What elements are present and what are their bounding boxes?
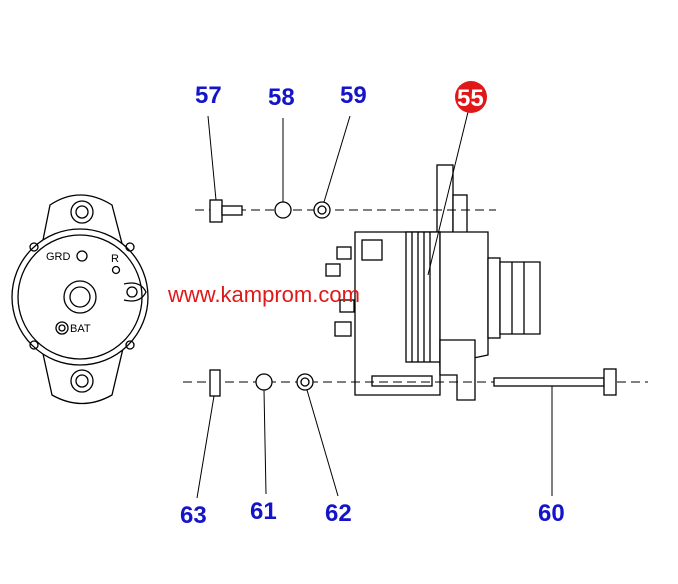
part-60-long-bolt [493, 368, 617, 396]
callout-63: 63 [180, 502, 207, 529]
alternator-side-view [325, 164, 541, 401]
callout-55-highlight-badge [455, 81, 487, 113]
leader-62 [306, 389, 339, 497]
leader-61 [263, 389, 267, 495]
part-58-washer [274, 201, 292, 219]
leader-55 [427, 111, 469, 276]
leader-63 [196, 395, 215, 499]
part-59-nut [313, 201, 331, 219]
callout-59: 59 [340, 82, 367, 109]
callout-61: 61 [250, 498, 277, 525]
bat-label: BAT [70, 323, 91, 335]
leader-57 [207, 115, 217, 201]
grd-label: GRD [46, 251, 71, 263]
part-57-bolt [209, 199, 243, 223]
part-61-washer [255, 373, 273, 391]
callout-60: 60 [538, 500, 565, 527]
part-62-nut [296, 373, 314, 391]
callout-55: 55 [457, 85, 484, 112]
watermark-text: www.kamprom.com [167, 282, 360, 307]
callout-62: 62 [325, 500, 352, 527]
callout-57: 57 [195, 82, 222, 109]
alternator-end-view: GRD R BAT [11, 194, 149, 405]
callout-58: 58 [268, 84, 295, 111]
r-label: R [111, 253, 119, 265]
leader-59 [323, 115, 351, 203]
part-63-bolt-head [209, 369, 221, 397]
